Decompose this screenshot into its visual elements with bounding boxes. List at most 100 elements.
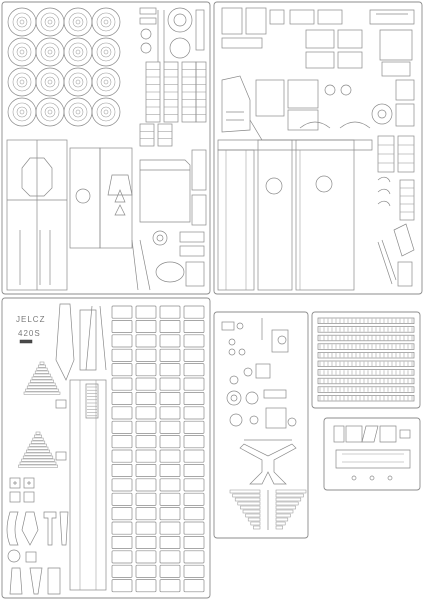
- radiator-grille: [85, 383, 99, 419]
- step-left: [247, 517, 261, 522]
- louver-strip: [317, 377, 415, 385]
- wheel-icon: [91, 7, 121, 37]
- body-panel: [111, 420, 133, 434]
- stepped-parts: [18, 361, 67, 468]
- body-panel: [183, 334, 205, 348]
- body-panel: [183, 392, 205, 405]
- body-panel: [159, 406, 181, 420]
- body-panel: [111, 478, 133, 492]
- body-panel: [183, 507, 205, 521]
- body-panel: [159, 449, 181, 463]
- step-right: [275, 509, 294, 514]
- body-panel: [183, 564, 205, 578]
- step-right: [275, 501, 299, 506]
- body-panel: [183, 521, 205, 535]
- body-panel: [135, 348, 157, 362]
- wheel-icon: [91, 67, 121, 97]
- body-panel: [111, 550, 133, 564]
- bowtie-stepped-parts: [229, 489, 307, 530]
- slat-part: [377, 135, 395, 173]
- body-panel: [183, 435, 205, 449]
- step-right: [275, 513, 291, 518]
- body-panel: [111, 334, 133, 348]
- body-panel: [183, 305, 205, 319]
- body-panel: [159, 564, 181, 578]
- slat-part: [145, 61, 161, 123]
- body-panel: [159, 464, 181, 477]
- body-panel: [183, 449, 205, 463]
- body-panel: [135, 406, 157, 420]
- slat-part: [157, 123, 173, 147]
- body-panel: [183, 579, 205, 593]
- body-panel: [159, 521, 181, 535]
- body-panel: [159, 392, 181, 405]
- fender-parts: [299, 79, 415, 129]
- long-body-strips: [55, 303, 107, 591]
- bottom-left-brackets: [6, 477, 69, 595]
- body-panel: [111, 564, 133, 578]
- body-panel: [135, 363, 157, 377]
- body-panel: [111, 579, 133, 593]
- body-panel: [159, 492, 181, 506]
- body-panel: [159, 435, 181, 449]
- body-panel: [135, 536, 157, 549]
- step-left: [253, 525, 261, 530]
- small-parts-column: [139, 7, 205, 62]
- slat-part: [163, 61, 179, 123]
- chassis-frame: [217, 139, 373, 291]
- step-left: [245, 513, 261, 518]
- body-panel: [159, 377, 181, 391]
- body-panel: [135, 521, 157, 535]
- wheel-grid: [7, 7, 121, 127]
- body-panel: [135, 507, 157, 521]
- cab-front-part: [69, 147, 133, 249]
- body-panel: [159, 305, 181, 319]
- step-right: [275, 497, 302, 502]
- body-panel: [135, 579, 157, 593]
- louver-strip: [317, 369, 415, 376]
- body-panel: [111, 492, 133, 506]
- wheel-icon: [91, 37, 121, 67]
- plate-top-right: [213, 1, 423, 295]
- body-panel: [183, 492, 205, 506]
- body-panel: [159, 334, 181, 348]
- louver-strip: [317, 395, 415, 402]
- body-panel: [135, 420, 157, 434]
- body-panel: [135, 392, 157, 405]
- body-panel: [111, 305, 133, 319]
- body-panel: [183, 478, 205, 492]
- slat-part: [397, 135, 415, 173]
- body-panel: [111, 392, 133, 405]
- cab-roof-part: [139, 149, 207, 226]
- step-left: [250, 521, 261, 526]
- body-panel: [111, 435, 133, 449]
- body-panel: [183, 348, 205, 362]
- step-right: [275, 521, 286, 526]
- body-panel: [135, 464, 157, 477]
- body-panel: [111, 536, 133, 549]
- step-left: [229, 489, 261, 494]
- body-panel: [135, 449, 157, 463]
- body-panel: [183, 420, 205, 434]
- body-panel: [135, 320, 157, 333]
- body-panel: [183, 406, 205, 420]
- model-name-label: JELCZ: [16, 315, 45, 324]
- wheel-icon: [7, 97, 37, 127]
- plate-top-left: [1, 1, 211, 295]
- body-panel: [111, 320, 133, 333]
- body-panel: [159, 348, 181, 362]
- louver-strip: [317, 343, 415, 350]
- body-panel: [111, 449, 133, 463]
- body-panel: [159, 478, 181, 492]
- body-panel: [159, 363, 181, 377]
- body-panel: [111, 507, 133, 521]
- louver-strip: [317, 334, 415, 342]
- step-left: [242, 509, 261, 514]
- slat-part: [399, 179, 415, 221]
- body-panel: [183, 363, 205, 377]
- mirror-and-small-parts: [221, 318, 297, 429]
- step-right: [275, 517, 289, 522]
- slat-part: [139, 123, 155, 147]
- cargo-body-panel-grid: [111, 305, 205, 593]
- body-panel: [135, 435, 157, 449]
